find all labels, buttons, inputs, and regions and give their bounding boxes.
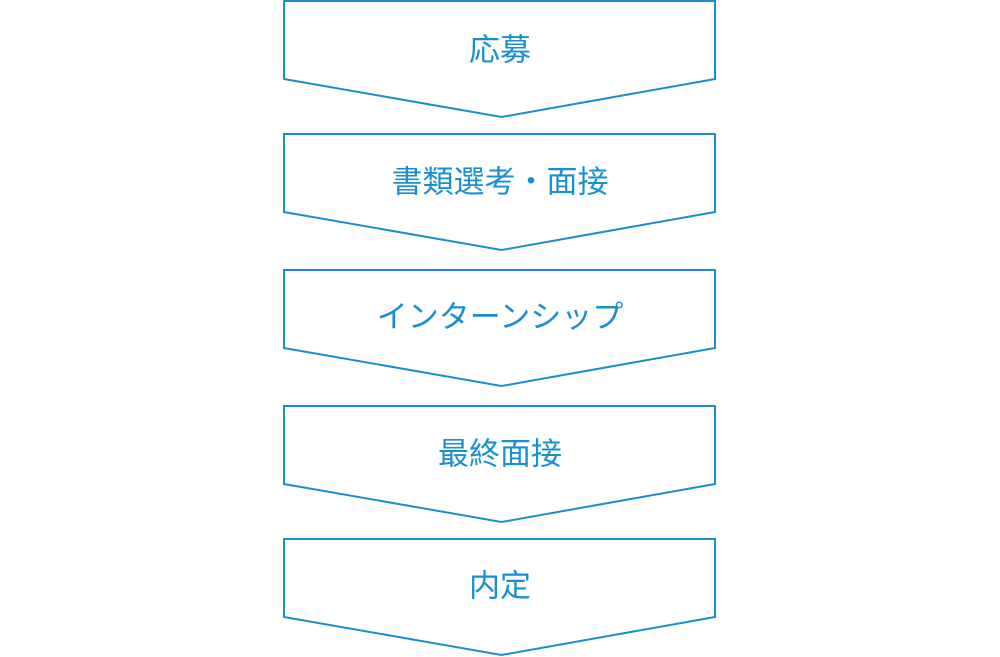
flow-step-shape (283, 405, 716, 524)
flow-step-shape (283, 133, 716, 252)
flow-step-internship: インターンシップ (283, 269, 716, 388)
flow-step-job-offer: 内定 (283, 538, 716, 657)
flow-step-shape (283, 269, 716, 388)
flow-step-final-interview: 最終面接 (283, 405, 716, 524)
flow-step-label: インターンシップ (377, 300, 623, 336)
flow-step-label: 最終面接 (438, 437, 562, 473)
flow-step-apply: 応募 (283, 0, 716, 119)
flow-step-screening-interview: 書類選考・面接 (283, 133, 716, 252)
flow-step-label: 内定 (469, 569, 531, 605)
flow-step-label: 書類選考・面接 (392, 165, 609, 201)
flow-step-label: 応募 (469, 33, 531, 69)
flow-step-shape (283, 0, 716, 119)
flow-step-shape (283, 538, 716, 657)
